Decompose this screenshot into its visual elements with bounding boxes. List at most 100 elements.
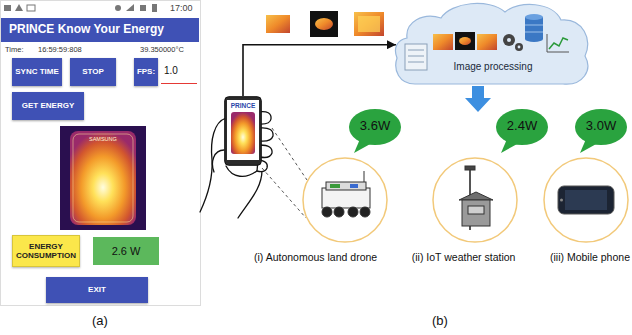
figure-ellipse	[459, 37, 471, 45]
thermal-thumbnails	[266, 11, 384, 37]
figure-path	[260, 145, 272, 158]
figure-circle	[544, 158, 628, 242]
figure-path	[212, 150, 224, 172]
figure-polygon	[126, 4, 134, 11]
node-text: SYNC TIME	[15, 67, 59, 76]
figure-circle	[503, 34, 515, 46]
figure-rect	[468, 206, 484, 214]
node-text: FPS:	[137, 67, 155, 76]
node-text: EXIT	[88, 285, 106, 294]
figure-path	[260, 128, 273, 141]
figure-ellipse	[315, 18, 333, 30]
figure-rect	[310, 11, 338, 37]
figure-rect	[4, 5, 11, 11]
node-text: 2.4W	[507, 119, 537, 134]
figure-circle	[303, 158, 387, 242]
figure-rect	[266, 15, 290, 33]
figure-rect	[152, 4, 157, 12]
figure-rect	[525, 17, 543, 39]
text-label: 16:59:59:808	[38, 46, 82, 55]
device-caption: (i) Autonomous land drone	[254, 251, 377, 263]
screenshot-frame	[1, 1, 201, 306]
figure-rect	[1, 1, 201, 306]
node-text: ENERGY CONSUMPTION	[16, 242, 76, 260]
figure-rect	[358, 16, 380, 32]
thermal-image	[60, 126, 146, 230]
node-text: 2.6 W	[112, 245, 141, 258]
app-button: ENERGY CONSUMPTION	[12, 235, 80, 267]
figure-rect	[455, 32, 475, 50]
figure-path	[395, 3, 587, 84]
text-label: (b)	[432, 314, 448, 329]
app-button: GET ENERGY	[12, 92, 84, 120]
node-text: 1.0	[164, 65, 178, 77]
app-button: EXIT	[46, 277, 148, 303]
figure-rect	[322, 188, 370, 208]
figure-polygon	[465, 86, 491, 112]
figure-ellipse	[525, 36, 543, 42]
figure-path	[238, 170, 262, 218]
dashed-lines	[262, 128, 307, 218]
figure-line	[408, 56, 424, 57]
node-text: STOP	[82, 67, 104, 76]
text-label: SAMSUNG	[89, 136, 117, 142]
device-caption: (iii) Mobile phone	[550, 251, 630, 263]
power-bubble: 3.6W	[348, 108, 402, 154]
figure-rect	[73, 134, 133, 222]
handheld-phone: PRINCE	[224, 96, 262, 166]
figure-ellipse	[496, 109, 548, 145]
figure-rect	[433, 34, 453, 50]
text-label: (a)	[92, 314, 108, 329]
figure-circle	[515, 43, 523, 51]
figure-rect	[477, 34, 497, 50]
drone-drawing	[322, 171, 370, 217]
figure-rect	[558, 186, 614, 214]
mobile-phone-drawing	[558, 186, 614, 214]
cloud-node: Image processing	[393, 0, 593, 86]
figure-rect	[227, 100, 259, 160]
node-text: PRINCE Know Your Energy	[9, 23, 164, 37]
app-button: SYNC TIME	[12, 58, 62, 86]
figure-polygon	[459, 192, 493, 200]
figure-line	[408, 62, 424, 63]
figure-circle	[560, 199, 563, 202]
down-arrow	[465, 86, 491, 112]
figure-polyline	[549, 38, 568, 49]
text-label: 17:00	[170, 3, 193, 13]
figure-line	[408, 50, 424, 51]
figure-ellipse	[349, 109, 401, 145]
figure-rect	[405, 44, 427, 70]
figure-rect	[354, 12, 384, 36]
node-text: 3.0W	[586, 119, 616, 134]
figure-line	[262, 168, 306, 218]
node-text: 3.6W	[360, 119, 390, 134]
figure-rect	[350, 184, 358, 188]
figure-rect	[330, 184, 340, 188]
figure-circle	[348, 207, 358, 217]
weather-station-drawing	[459, 166, 493, 230]
figure-rect	[27, 5, 35, 11]
figure-ellipse	[575, 109, 627, 145]
device-circles	[303, 158, 628, 242]
figure-rect	[465, 166, 475, 170]
figure-line	[364, 171, 365, 182]
figure-circle	[360, 207, 370, 217]
figure-rect	[462, 200, 490, 226]
node-text: GET ENERGY	[22, 101, 74, 110]
figure-line	[272, 128, 307, 180]
figure-path	[200, 118, 226, 212]
text-label: 39.350000°C	[140, 46, 184, 55]
status-icons	[4, 4, 157, 12]
figure-line	[525, 32, 543, 33]
app-button: FPS:	[134, 58, 158, 86]
figure-circle	[334, 207, 344, 217]
node-text: PRINCE	[231, 102, 256, 109]
input-field: 1.0	[161, 58, 197, 84]
figure-path	[226, 166, 258, 176]
figure-rect	[231, 112, 255, 154]
figure-rect	[140, 5, 146, 11]
figure-rect	[326, 182, 366, 190]
figure-rect	[565, 190, 607, 210]
figure-rect	[225, 97, 262, 166]
